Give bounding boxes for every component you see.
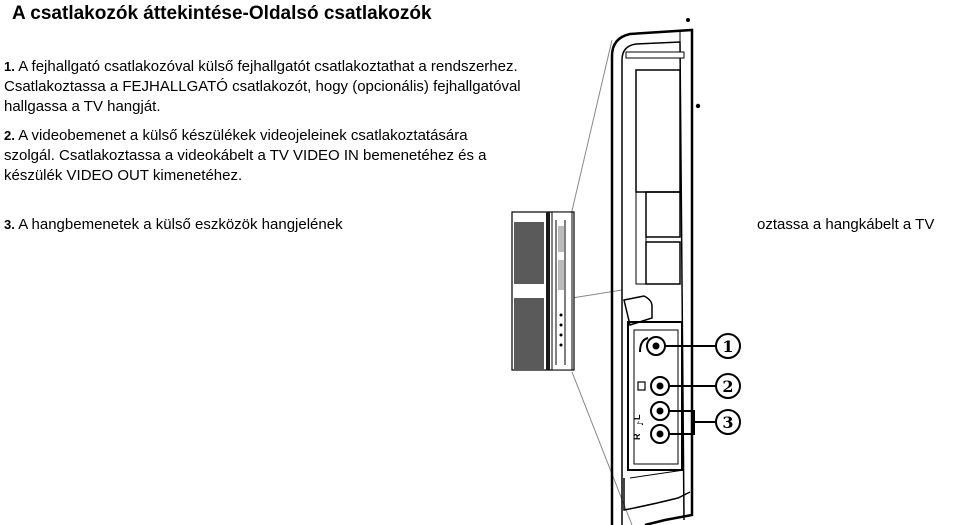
page-title: A csatlakozók áttekintése-Oldalsó csatla… — [12, 3, 432, 24]
item-text-continued: oztassa a hangkábelt a TV — [757, 216, 935, 233]
item-text: A videobemenet a külső készülékek videoj… — [4, 127, 487, 184]
item-text: A fejhallgató csatlakozóval külső fejhal… — [4, 58, 521, 115]
callout-2: 2 — [715, 373, 741, 399]
audio-jack-r — [650, 424, 670, 444]
item-number: 3. — [4, 217, 15, 232]
audio-jack-l — [650, 401, 670, 421]
item-number: 2. — [4, 128, 15, 143]
projection-line — [571, 371, 633, 525]
projection-line — [571, 289, 623, 299]
svg-text:3: 3 — [722, 413, 733, 432]
headphone-icon — [639, 337, 649, 353]
svg-text:2: 2 — [722, 377, 733, 396]
tv-side-panel — [610, 18, 701, 525]
audio-icon: ♪ — [636, 421, 645, 426]
list-item-3: 3. A hangbemenetek a külső eszközök hang… — [4, 215, 510, 235]
list-item-3-continued: oztassa a hangkábelt a TV — [757, 215, 960, 235]
port-label-r: R — [632, 433, 642, 440]
callout-3: 3 — [715, 409, 741, 435]
callout-1: 1 — [715, 333, 741, 359]
projection-line — [570, 39, 613, 216]
headphone-jack — [639, 336, 666, 356]
video-jack — [637, 376, 670, 396]
list-item-2: 2. A videobemenet a külső készülékek vid… — [4, 126, 509, 186]
video-icon — [637, 381, 646, 391]
tv-thumbnail — [511, 211, 575, 371]
svg-text:1: 1 — [722, 337, 733, 356]
item-text: A hangbemenetek a külső eszközök hangjel… — [18, 216, 343, 233]
list-item-1: 1. A fejhallgató csatlakozóval külső fej… — [4, 57, 524, 117]
port-label-l: L — [632, 414, 642, 420]
item-number: 1. — [4, 59, 15, 74]
